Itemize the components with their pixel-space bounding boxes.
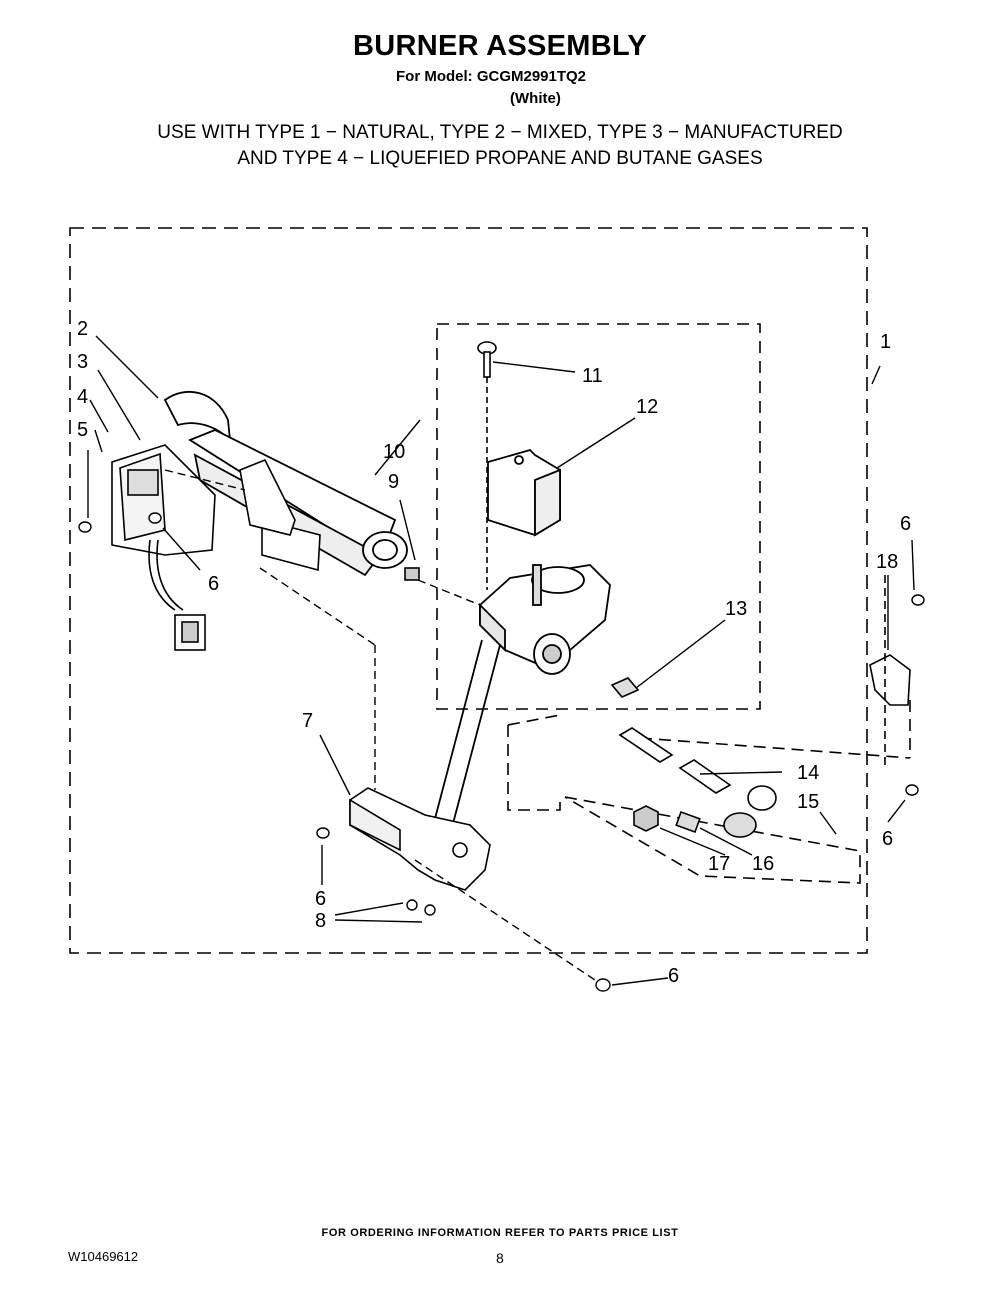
callout-6-bracket: 6 xyxy=(315,888,326,910)
callout-9: 9 xyxy=(388,471,399,493)
pipe-nipple-14 xyxy=(618,727,732,794)
screw-6-left xyxy=(78,521,92,533)
screw-6-bracket-7 xyxy=(316,827,330,839)
burner-bracket xyxy=(349,787,491,891)
orifice-9 xyxy=(404,567,420,581)
callout-4: 4 xyxy=(77,386,88,408)
page-title: BURNER ASSEMBLY xyxy=(352,30,647,62)
screw-8-a xyxy=(406,899,418,911)
bracket-18 xyxy=(869,575,911,770)
callout-3: 3 xyxy=(77,351,88,373)
callout-7: 7 xyxy=(302,710,313,732)
callout-11: 11 xyxy=(582,365,603,387)
gas-tube xyxy=(431,639,501,836)
color-line: (White) xyxy=(510,90,561,107)
callout-13: 13 xyxy=(725,598,747,620)
callout-8: 8 xyxy=(315,910,326,932)
screw-8-b xyxy=(424,904,436,916)
callout-17: 17 xyxy=(708,853,730,875)
callout-18: 18 xyxy=(876,551,898,573)
callout-16: 16 xyxy=(752,853,774,875)
callout-6-right-bottom: 6 xyxy=(882,828,893,850)
screw-6-bottom xyxy=(595,978,611,992)
screw-6-right-top xyxy=(911,594,925,606)
nut-17 xyxy=(633,805,659,832)
callout-5: 5 xyxy=(77,419,88,441)
usage-line-1: USE WITH TYPE 1 − NATURAL, TYPE 2 − MIXE… xyxy=(157,122,843,143)
callout-10: 10 xyxy=(383,441,405,463)
leader-lines xyxy=(87,335,915,986)
part-13 xyxy=(610,677,640,698)
valve-boundary xyxy=(436,323,761,710)
page-number: 8 xyxy=(496,1250,504,1266)
screw-6-right-bottom xyxy=(905,784,919,796)
ordering-note: FOR ORDERING INFORMATION REFER TO PARTS … xyxy=(321,1227,679,1239)
screws xyxy=(78,512,925,992)
screw-11 xyxy=(477,341,497,590)
fitting-16 xyxy=(675,785,777,838)
callout-labels: 1 2 3 4 5 6 6 6 6 6 7 8 9 10 11 12 13 14… xyxy=(77,318,911,987)
callout-12: 12 xyxy=(636,396,658,418)
callout-2: 2 xyxy=(77,318,88,340)
callout-6-left: 6 xyxy=(208,573,219,595)
assembly-boundary xyxy=(69,227,868,954)
callout-14: 14 xyxy=(797,762,819,784)
gas-valve xyxy=(479,564,611,675)
callout-1: 1 xyxy=(880,331,891,353)
group-15-boundary-b xyxy=(564,796,861,884)
solenoid-coil xyxy=(487,448,561,537)
mount-plate xyxy=(239,458,321,572)
document-number: W10469612 xyxy=(68,1249,139,1264)
usage-line-2: AND TYPE 4 − LIQUEFIED PROPANE AND BUTAN… xyxy=(237,148,763,169)
callout-6-bottom: 6 xyxy=(668,965,679,987)
callout-15: 15 xyxy=(797,791,819,813)
model-line: For Model: GCGM2991TQ2 xyxy=(396,68,587,85)
group-15-boundary xyxy=(507,725,561,811)
callout-6-right-top: 6 xyxy=(900,513,911,535)
screw-6-bracket xyxy=(148,512,162,524)
